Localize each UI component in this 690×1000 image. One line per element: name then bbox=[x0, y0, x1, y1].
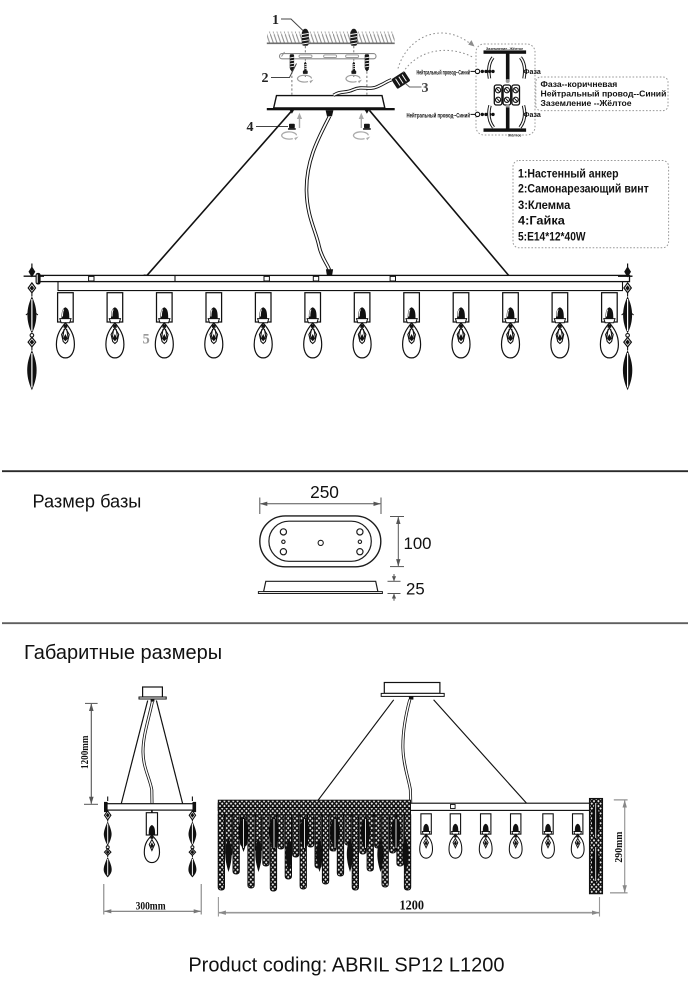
svg-text:3: 3 bbox=[422, 81, 429, 96]
svg-text:1200mm: 1200mm bbox=[79, 736, 91, 770]
svg-text:Заземление--Жёлтое: Заземление--Жёлтое bbox=[486, 47, 523, 51]
svg-text:1: 1 bbox=[272, 13, 279, 28]
svg-text:Габаритные размеры: Габаритные размеры bbox=[24, 642, 222, 664]
svg-text:2:Самонарезающий винт: 2:Самонарезающий винт bbox=[518, 181, 649, 195]
svg-text:4:Гайка: 4:Гайка bbox=[518, 213, 565, 227]
svg-text:Жёлтое: Жёлтое bbox=[507, 134, 521, 138]
svg-text:Нейтральный провод--Синий: Нейтральный провод--Синий bbox=[417, 69, 471, 77]
svg-text:290mm: 290mm bbox=[613, 832, 625, 863]
svg-text:1:Настенный анкер: 1:Настенный анкер bbox=[518, 166, 619, 180]
svg-text:4: 4 bbox=[247, 120, 254, 135]
svg-text:1200: 1200 bbox=[400, 898, 425, 913]
svg-text:Нейтральный провод--Синий: Нейтральный провод--Синий bbox=[541, 89, 667, 99]
svg-text:Фаза: Фаза bbox=[524, 112, 541, 119]
svg-text:5: 5 bbox=[143, 332, 150, 348]
svg-text:Фаза: Фаза bbox=[524, 69, 541, 76]
svg-text:Product coding: ABRIL SP12 L12: Product coding: ABRIL SP12 L1200 bbox=[188, 955, 504, 977]
svg-text:100: 100 bbox=[404, 534, 432, 553]
svg-text:Фаза--коричневая: Фаза--коричневая bbox=[541, 79, 618, 89]
svg-text:300mm: 300mm bbox=[136, 899, 166, 913]
svg-text:250: 250 bbox=[310, 482, 339, 502]
svg-text:5:E14*12*40W: 5:E14*12*40W bbox=[518, 230, 586, 244]
svg-text:2: 2 bbox=[262, 71, 269, 86]
svg-text:3:Клемма: 3:Клемма bbox=[518, 198, 571, 212]
svg-text:25: 25 bbox=[406, 579, 425, 598]
svg-text:Нейтральный провод--Синий: Нейтральный провод--Синий bbox=[407, 112, 471, 120]
svg-text:Размер базы: Размер базы bbox=[33, 492, 142, 512]
svg-text:Заземление --Жёлтое: Заземление --Жёлтое bbox=[541, 98, 632, 108]
